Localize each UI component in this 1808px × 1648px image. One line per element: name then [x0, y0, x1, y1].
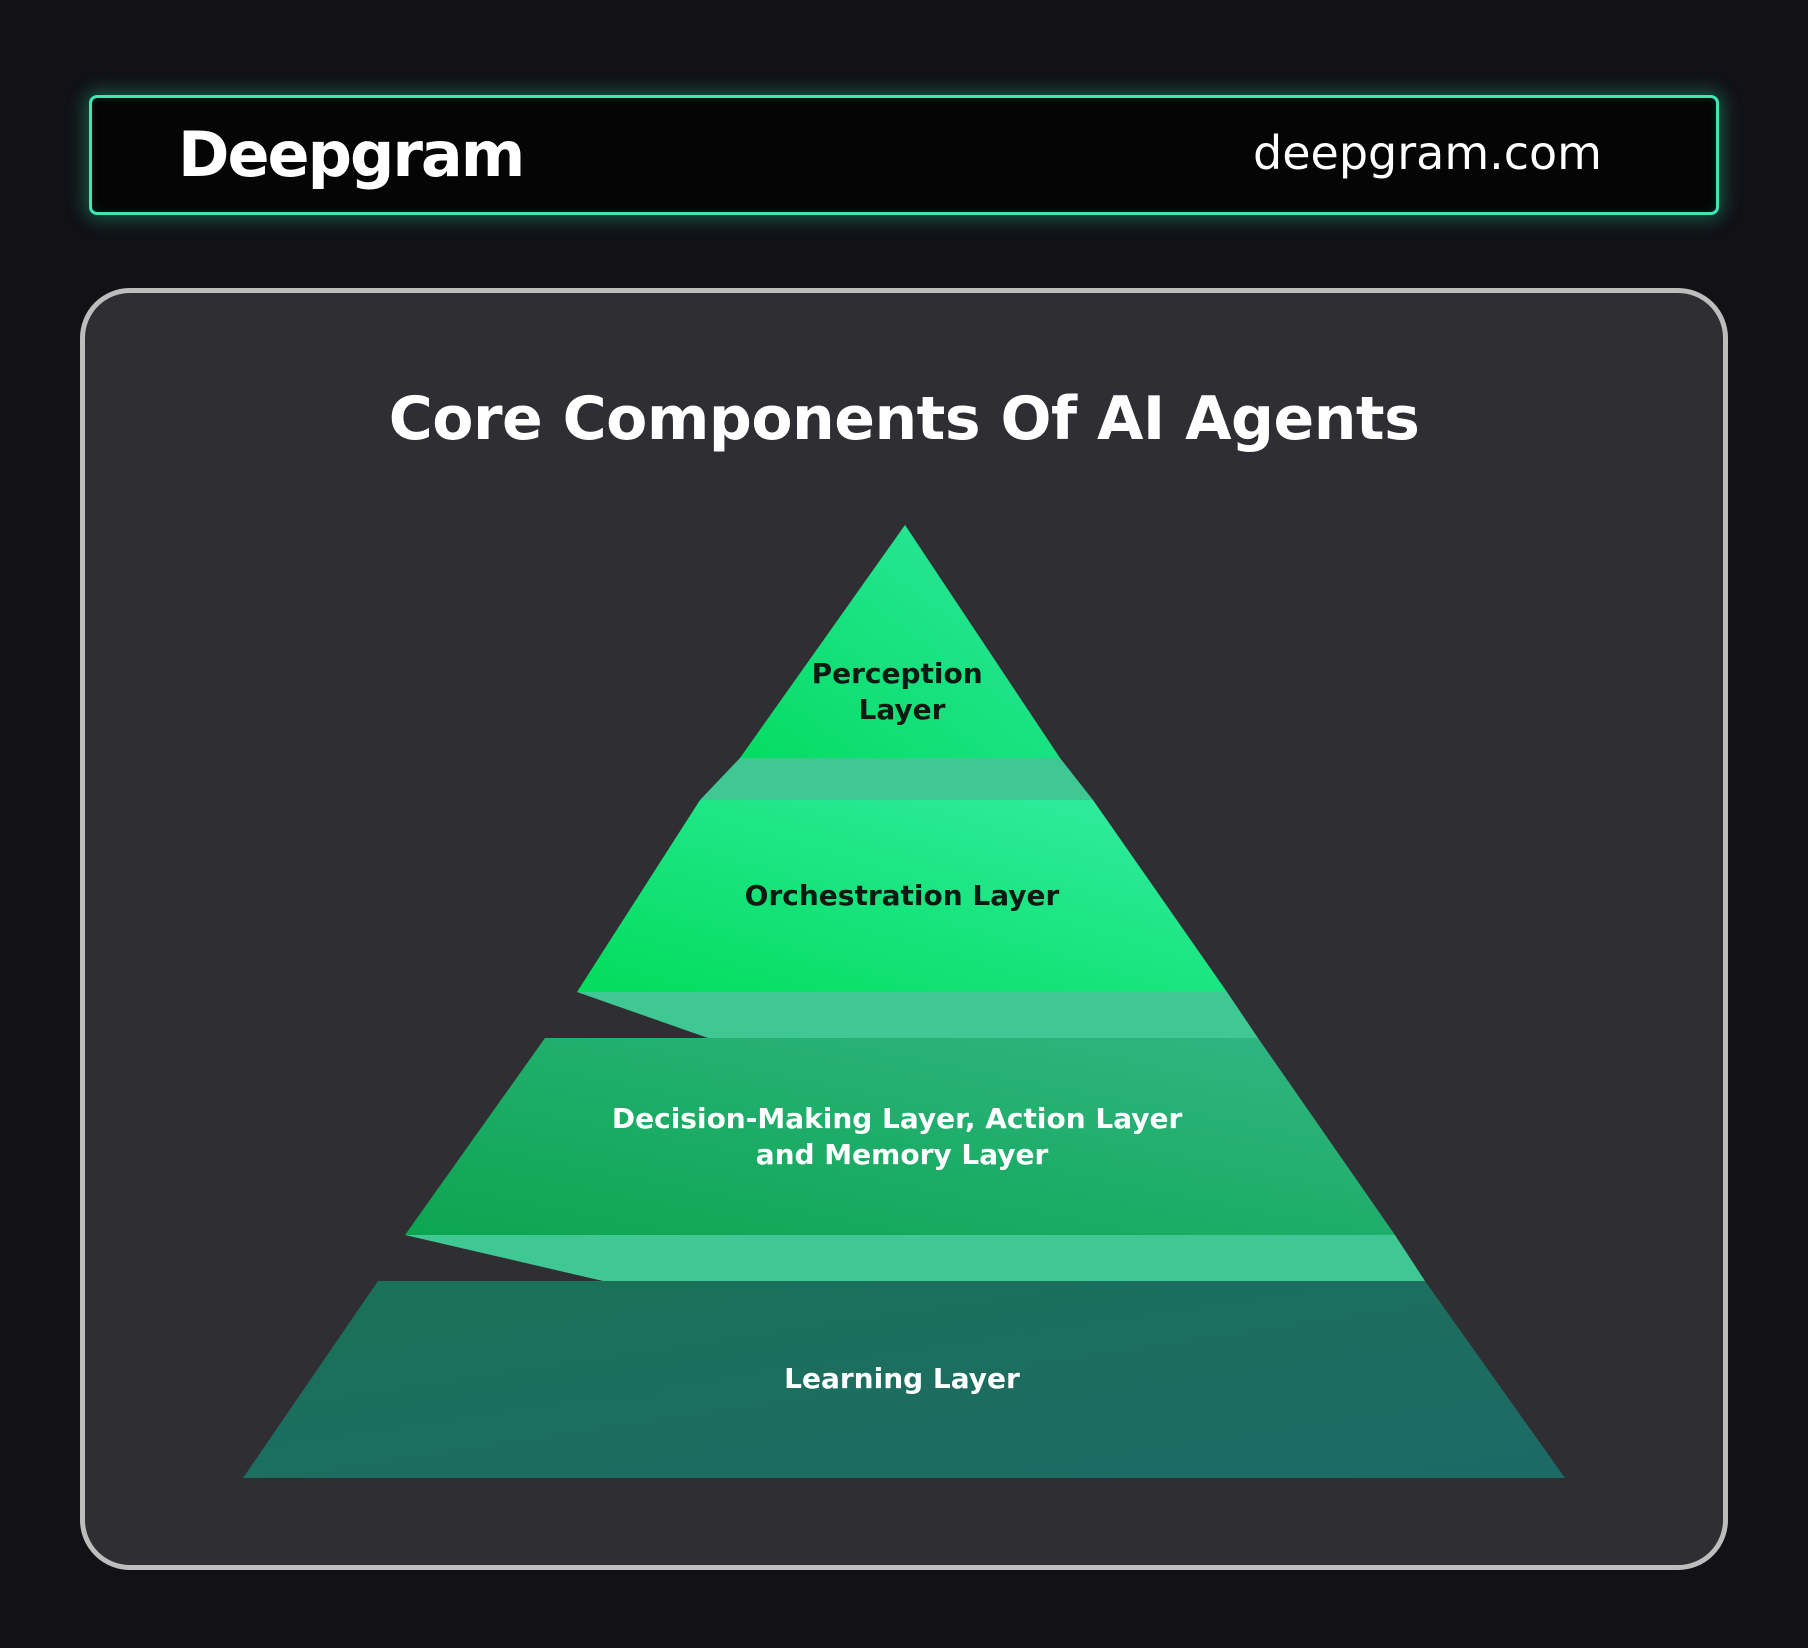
- layer-orchestration[interactable]: [577, 800, 1227, 992]
- logo-text: Deepgram: [178, 118, 525, 191]
- deepgram-logo[interactable]: Deepgram: [178, 116, 525, 194]
- layer-label-orchestration: Orchestration Layer: [745, 879, 1060, 912]
- connector-2: [577, 992, 1258, 1038]
- connector-3: [405, 1235, 1425, 1281]
- layer-label-decision-action-memory: Decision-Making Layer, Action Layer and …: [612, 1102, 1192, 1171]
- layer-label-perception: Perception Layer: [812, 657, 993, 726]
- layer-perception[interactable]: [740, 525, 1060, 758]
- site-url[interactable]: deepgram.com: [1253, 126, 1602, 180]
- layer-learning[interactable]: [243, 1281, 1565, 1478]
- layer-label-learning: Learning Layer: [784, 1362, 1020, 1395]
- header-bar: Deepgram deepgram.com: [89, 95, 1719, 215]
- connector-1: [700, 758, 1093, 800]
- layer-decision-action-memory[interactable]: [405, 1038, 1395, 1235]
- diagram-title: Core Components Of AI Agents: [388, 384, 1420, 454]
